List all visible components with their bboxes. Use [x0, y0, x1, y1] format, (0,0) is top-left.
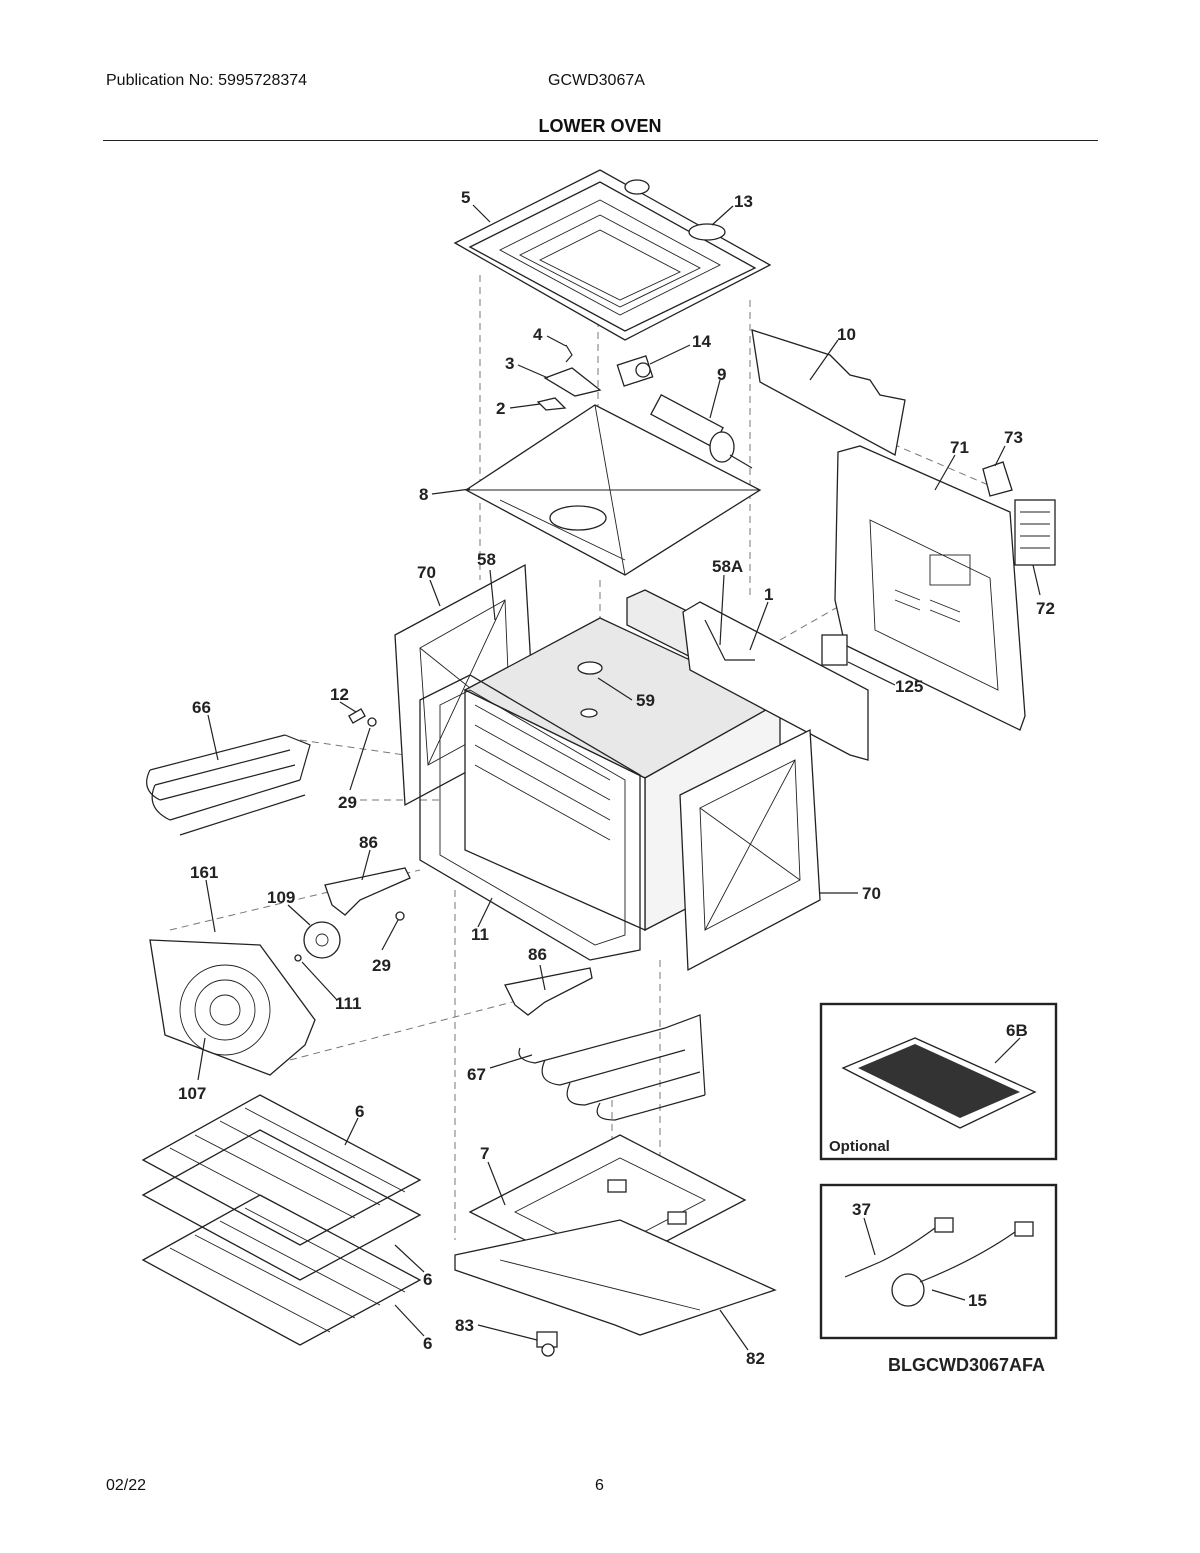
right-side-panel-part — [679, 728, 821, 972]
inset-optional-box: 6B Optional — [819, 1002, 1058, 1161]
callout-8: 8 — [419, 485, 428, 504]
callout-83: 83 — [455, 1316, 474, 1335]
callout-1: 1 — [764, 585, 773, 604]
callout-15: 15 — [968, 1291, 987, 1310]
callout-161: 161 — [190, 863, 218, 882]
fan-assembly — [149, 921, 341, 1076]
callout-11: 11 — [471, 925, 489, 944]
callout-73: 73 — [1004, 428, 1023, 447]
callout-111: 111 — [335, 994, 362, 1013]
callout-70-left: 70 — [417, 563, 436, 582]
callout-86-upper: 86 — [359, 833, 378, 852]
callout-72: 72 — [1036, 599, 1055, 618]
callout-9: 9 — [717, 365, 726, 384]
vent-parts — [982, 461, 1056, 566]
rear-wall-part — [626, 589, 869, 761]
callout-70-right: 70 — [862, 884, 881, 903]
convection-motor-part — [650, 393, 753, 469]
callout-7: 7 — [480, 1144, 489, 1163]
callout-13: 13 — [734, 192, 753, 211]
optional-caption: Optional — [829, 1138, 890, 1155]
callout-29-lower: 29 — [372, 956, 391, 975]
callout-6B: 6B — [1006, 1021, 1028, 1040]
callout-37: 37 — [852, 1200, 871, 1219]
callout-4: 4 — [533, 325, 543, 344]
publication-number: Publication No: 5995728374 — [106, 72, 308, 89]
callout-6-mid: 6 — [423, 1270, 432, 1289]
bracket-upper-part — [324, 867, 411, 916]
callout-12: 12 — [330, 685, 349, 704]
callout-66: 66 — [192, 698, 211, 717]
callout-107: 107 — [178, 1084, 206, 1103]
callout-125: 125 — [895, 677, 923, 696]
callout-58: 58 — [477, 550, 496, 569]
callout-82: 82 — [746, 1349, 765, 1368]
rear-panel-part — [834, 445, 1026, 731]
header-divider — [103, 140, 1098, 141]
duct-part — [751, 329, 906, 456]
sensor-and-screws — [348, 708, 405, 921]
bracket-lower-part — [504, 967, 593, 1016]
callout-109: 109 — [267, 888, 295, 907]
leader-lines — [197, 204, 1041, 1351]
oven-top-part — [464, 404, 762, 576]
bake-element-part — [518, 1014, 706, 1121]
callout-86-lower: 86 — [528, 945, 547, 964]
callout-58A: 58A — [712, 557, 743, 576]
callout-2: 2 — [496, 399, 505, 418]
callout-5: 5 — [461, 188, 470, 207]
bottom-tray-part — [454, 1219, 777, 1357]
oven-racks — [141, 1094, 422, 1346]
callout-6-top: 6 — [355, 1102, 364, 1121]
footer-date: 02/22 — [106, 1477, 147, 1494]
inset-sensor-box: 37 15 — [819, 1183, 1058, 1340]
callout-10: 10 — [837, 325, 856, 344]
top-panel-part — [453, 169, 772, 341]
callout-6-bottom: 6 — [423, 1334, 432, 1353]
callout-3: 3 — [505, 354, 514, 373]
model-number: GCWD3067A — [548, 72, 645, 89]
front-frame-part — [419, 674, 641, 961]
small-parts-top — [536, 344, 654, 411]
callout-67: 67 — [467, 1065, 486, 1084]
figure-code: BLGCWD3067AFA — [888, 1355, 1045, 1375]
callout-29-upper: 29 — [338, 793, 357, 812]
broil-element-part — [146, 734, 311, 836]
callout-14: 14 — [692, 332, 711, 351]
page-title: LOWER OVEN — [538, 116, 662, 136]
footer-page-number: 6 — [595, 1477, 604, 1494]
callout-59: 59 — [636, 691, 655, 710]
callout-labels: 5 13 4 14 10 3 9 2 73 71 8 70 58 58A 1 7… — [178, 188, 1055, 1368]
callout-71: 71 — [950, 438, 969, 457]
